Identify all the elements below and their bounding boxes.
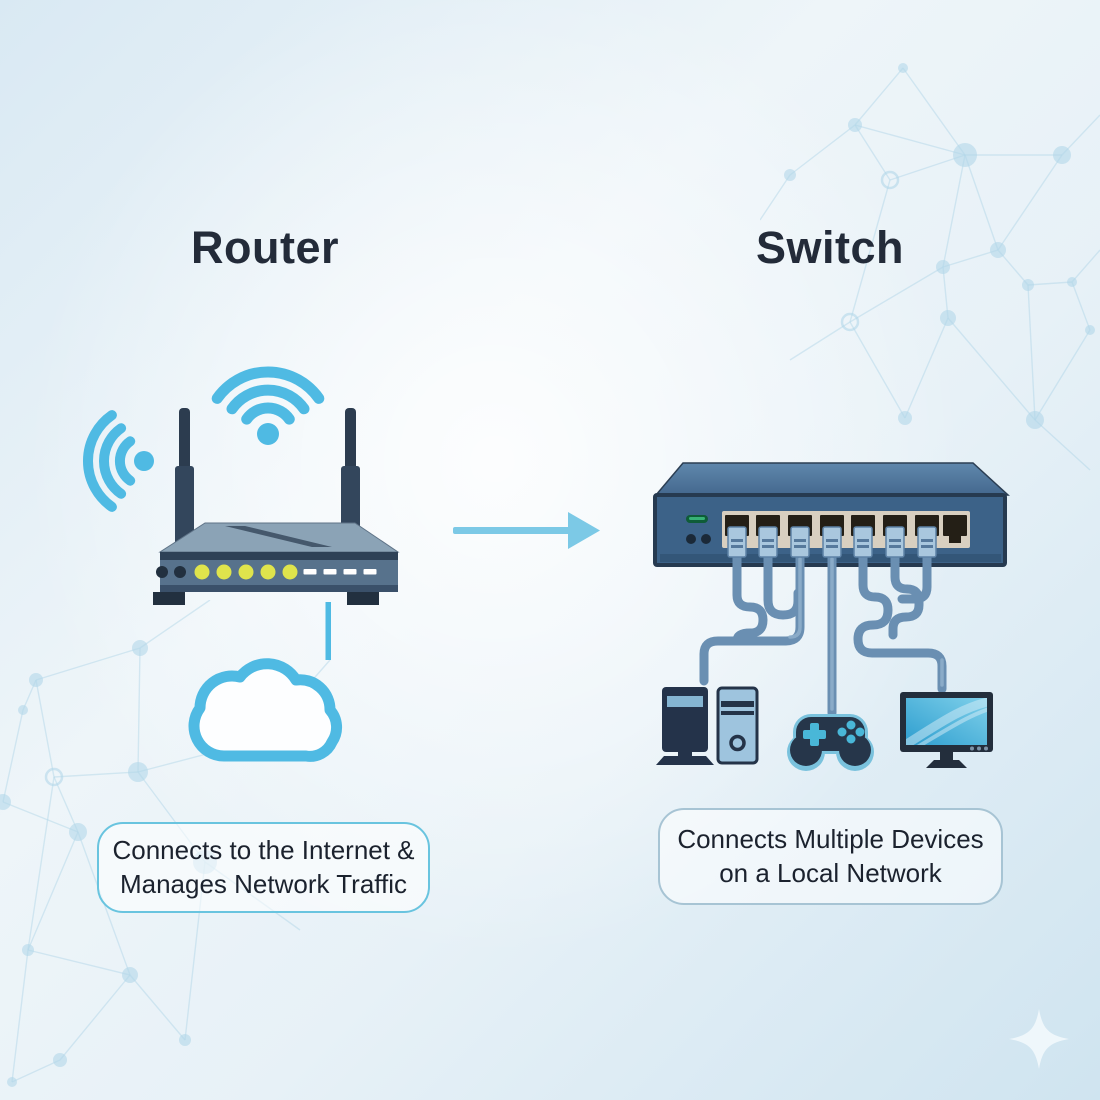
switch-caption-line1: Connects Multiple Devices	[677, 823, 984, 854]
switch-caption-line2: on a Local Network	[719, 857, 942, 888]
switch-illustration	[653, 462, 1010, 771]
router-caption-box: Connects to the Internet & Manages Netwo…	[97, 822, 430, 913]
network-mesh-decoration	[760, 63, 1100, 471]
sparkle-icon	[1009, 1009, 1069, 1069]
game-controller-icon	[787, 714, 874, 771]
wifi-signal-icon	[82, 410, 154, 512]
router-illustration	[82, 366, 400, 762]
cloud-icon	[188, 658, 343, 762]
cable-plugs	[727, 526, 937, 558]
tower-pc-icon	[716, 686, 759, 765]
antenna-icon	[175, 408, 194, 548]
router-caption-line1: Connects to the Internet &	[112, 834, 415, 865]
router-cloud-connector	[325, 602, 331, 660]
monitor-icon	[900, 692, 993, 768]
router-title: Router	[191, 222, 339, 273]
switch-button	[701, 534, 711, 544]
router-icon	[153, 522, 400, 605]
switch-caption-box: Connects Multiple Devices on a Local Net…	[658, 808, 1003, 905]
wifi-signal-icon	[211, 366, 325, 445]
port-panel	[722, 511, 970, 548]
switch-button	[686, 534, 696, 544]
desktop-computer-icon	[656, 687, 714, 765]
router-caption-line2: Manages Network Traffic	[119, 868, 408, 899]
ethernet-cable	[699, 550, 947, 718]
arrow-right-icon	[453, 512, 600, 549]
switch-title: Switch	[755, 222, 905, 273]
